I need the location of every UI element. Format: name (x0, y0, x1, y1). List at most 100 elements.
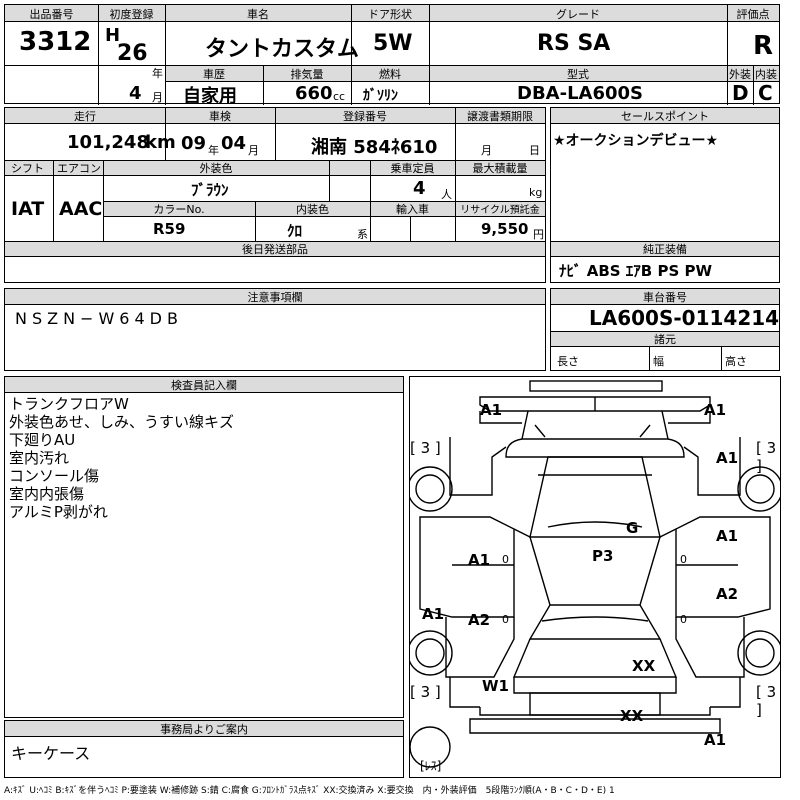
fuel: ｶﾞｿﾘﾝ (363, 88, 398, 104)
inspector-block: 検査員記入欄 トランクフロアW 外装色あせ、しみ、うすい線キズ 下廻りAU 室内… (4, 376, 404, 718)
damage-door-fl: A1 (468, 551, 491, 569)
score-label: 評価点 (736, 8, 770, 21)
sales-point-block: セールスポイント ★オークションデビュー★ 純正装備 ﾅﾋﾞ ABS ｴｱB P… (550, 107, 780, 283)
score: R (753, 31, 774, 61)
import-label: 輸入車 (396, 203, 429, 216)
zero-mark: 0 (680, 613, 687, 626)
damage-rear-bumper: XX (620, 707, 644, 725)
damage-door-fr: A1 (716, 527, 739, 545)
int-label: 内装 (755, 68, 777, 81)
damage-front-left: A1 (480, 401, 503, 419)
note-line: 外装色あせ、しみ、うすい線キズ (9, 413, 235, 431)
legend-text: A:ｷｽﾞ U:ﾍｺﾐ B:ｷｽﾞを伴うﾍｺﾐ P:要塗装 W:補修跡 S:錆 … (4, 786, 615, 796)
damage-door-rr: A2 (716, 585, 739, 603)
inspection-label: 車検 (209, 110, 231, 123)
color-no-label: カラーNo. (153, 203, 205, 216)
inspector-notes: トランクフロアW 外装色あせ、しみ、うすい線キズ 下廻りAU 室内汚れ コンソー… (9, 395, 234, 521)
color-label: 外装色 (199, 162, 233, 175)
recycle-label: リサイクル預託金 (460, 205, 540, 216)
shift: IAT (11, 198, 45, 220)
ac-label: エアコン (57, 162, 101, 175)
capacity-label: 乗車定員 (390, 162, 435, 175)
grade-label: グレード (556, 8, 600, 21)
ext-label: 外装 (729, 68, 751, 81)
damage-fender-right: A1 (716, 449, 739, 467)
history: 自家用 (183, 86, 237, 107)
vehicle-info-block: 走行 車検 登録番号 譲渡書類期限 101,248 km 09 年 04 月 湘… (4, 107, 546, 283)
shift-label: シフト (11, 162, 44, 175)
door-type: 5W (373, 31, 413, 56)
displacement: 660 (295, 83, 333, 104)
era: H (105, 25, 121, 46)
displacement-unit: cc (333, 90, 346, 103)
exterior-color: ﾌﾞﾗｳﾝ (191, 181, 229, 199)
lot-number: 3312 (19, 27, 92, 57)
office-block: 事務局よりご案内 キーケース (4, 720, 404, 778)
first-reg-label: 初度登録 (109, 8, 154, 21)
office-text: キーケース (11, 744, 91, 763)
tire-fl-mark: [ 3 ] (410, 439, 441, 457)
damage-rear-right: A1 (704, 731, 727, 749)
interior-color-unit: 系 (357, 228, 368, 241)
damage-roof: P3 (592, 547, 614, 565)
caution-text: NSZN−W64DB (15, 309, 183, 328)
transfer-day-unit: 日 (529, 144, 540, 157)
fuel-label: 燃料 (379, 68, 401, 81)
note-line: アルミP剥がれ (9, 503, 108, 521)
zero-mark: 0 (680, 553, 687, 566)
damage-trunk: W1 (482, 677, 509, 695)
mileage-label: 走行 (74, 110, 96, 123)
mileage: 101,248 (67, 132, 149, 153)
zero-mark: 0 (502, 553, 509, 566)
sales-point-label: セールスポイント (621, 110, 709, 123)
reg-month: 4 (129, 83, 142, 104)
recycle-unit: 円 (533, 228, 544, 241)
recycle-fee: 9,550 (481, 220, 529, 238)
height-label: 高さ (725, 355, 747, 368)
car-diagram: [ 3 ] [ 3 ] [ 3 ] [ 3 ] [ﾚｽ] A1 A1 A1 G … (409, 376, 781, 778)
inspector-label: 検査員記入欄 (171, 379, 237, 392)
door-label: ドア形状 (368, 8, 412, 21)
caution-block: 注意事項欄 NSZN−W64DB (4, 288, 546, 371)
transfer-month-unit: 月 (481, 144, 492, 157)
spare-tire-mark: [ﾚｽ] (420, 759, 442, 773)
tire-fr-mark: [ 3 ] (756, 439, 777, 475)
mileage-unit: km (145, 132, 176, 153)
tire-rl-mark: [ 3 ] (410, 683, 441, 701)
note-line: 下廻りAU (9, 431, 76, 449)
grade: RS SA (537, 31, 611, 56)
length-label: 長さ (557, 355, 579, 368)
damage-quarter-left: A1 (422, 605, 445, 623)
equipment-label: 純正装備 (643, 243, 687, 256)
width-label: 幅 (653, 355, 664, 368)
car-name: タントカスタム (205, 37, 360, 62)
capacity: 4 (413, 178, 426, 199)
interior-color: ｸﾛ (287, 222, 303, 240)
reg-number-label: 登録番号 (343, 110, 387, 123)
chassis-number: LA600S-0114214 (589, 306, 780, 330)
car-outline (410, 380, 780, 768)
reg-year: 26 (117, 41, 148, 66)
damage-door-rl: A2 (468, 611, 491, 629)
reg-number: 湘南 584ﾈ610 (311, 137, 438, 158)
header-block: 出品番号 初度登録 車名 ドア形状 グレード 評価点 3312 H 26 年 タ… (4, 4, 780, 107)
damage-windshield: G (626, 519, 639, 537)
ac: AAC (59, 198, 103, 220)
equipment-text: ﾅﾋﾞ ABS ｴｱB PS PW (559, 262, 713, 280)
transfer-label: 譲渡書類期限 (467, 110, 533, 123)
damage-rear-glass: XX (632, 657, 656, 675)
inspection-month-unit: 月 (248, 144, 259, 157)
inspection-year: 09 (181, 133, 207, 154)
chassis-block: 車台番号 LA600S-0114214 諸元 長さ 幅 高さ (550, 288, 780, 371)
color-number: R59 (153, 220, 186, 238)
lot-label: 出品番号 (29, 8, 74, 21)
tire-rr-mark: [ 3 ] (756, 683, 777, 719)
note-line: トランクフロアW (9, 395, 129, 413)
note-line: コンソール傷 (9, 467, 100, 485)
caution-label: 注意事項欄 (247, 291, 303, 304)
inspection-year-unit: 年 (208, 144, 219, 157)
load-unit: kg (529, 186, 543, 199)
exterior-grade: D (732, 81, 749, 105)
chassis-label: 車台番号 (643, 291, 687, 304)
spec-label: 諸元 (654, 333, 676, 346)
